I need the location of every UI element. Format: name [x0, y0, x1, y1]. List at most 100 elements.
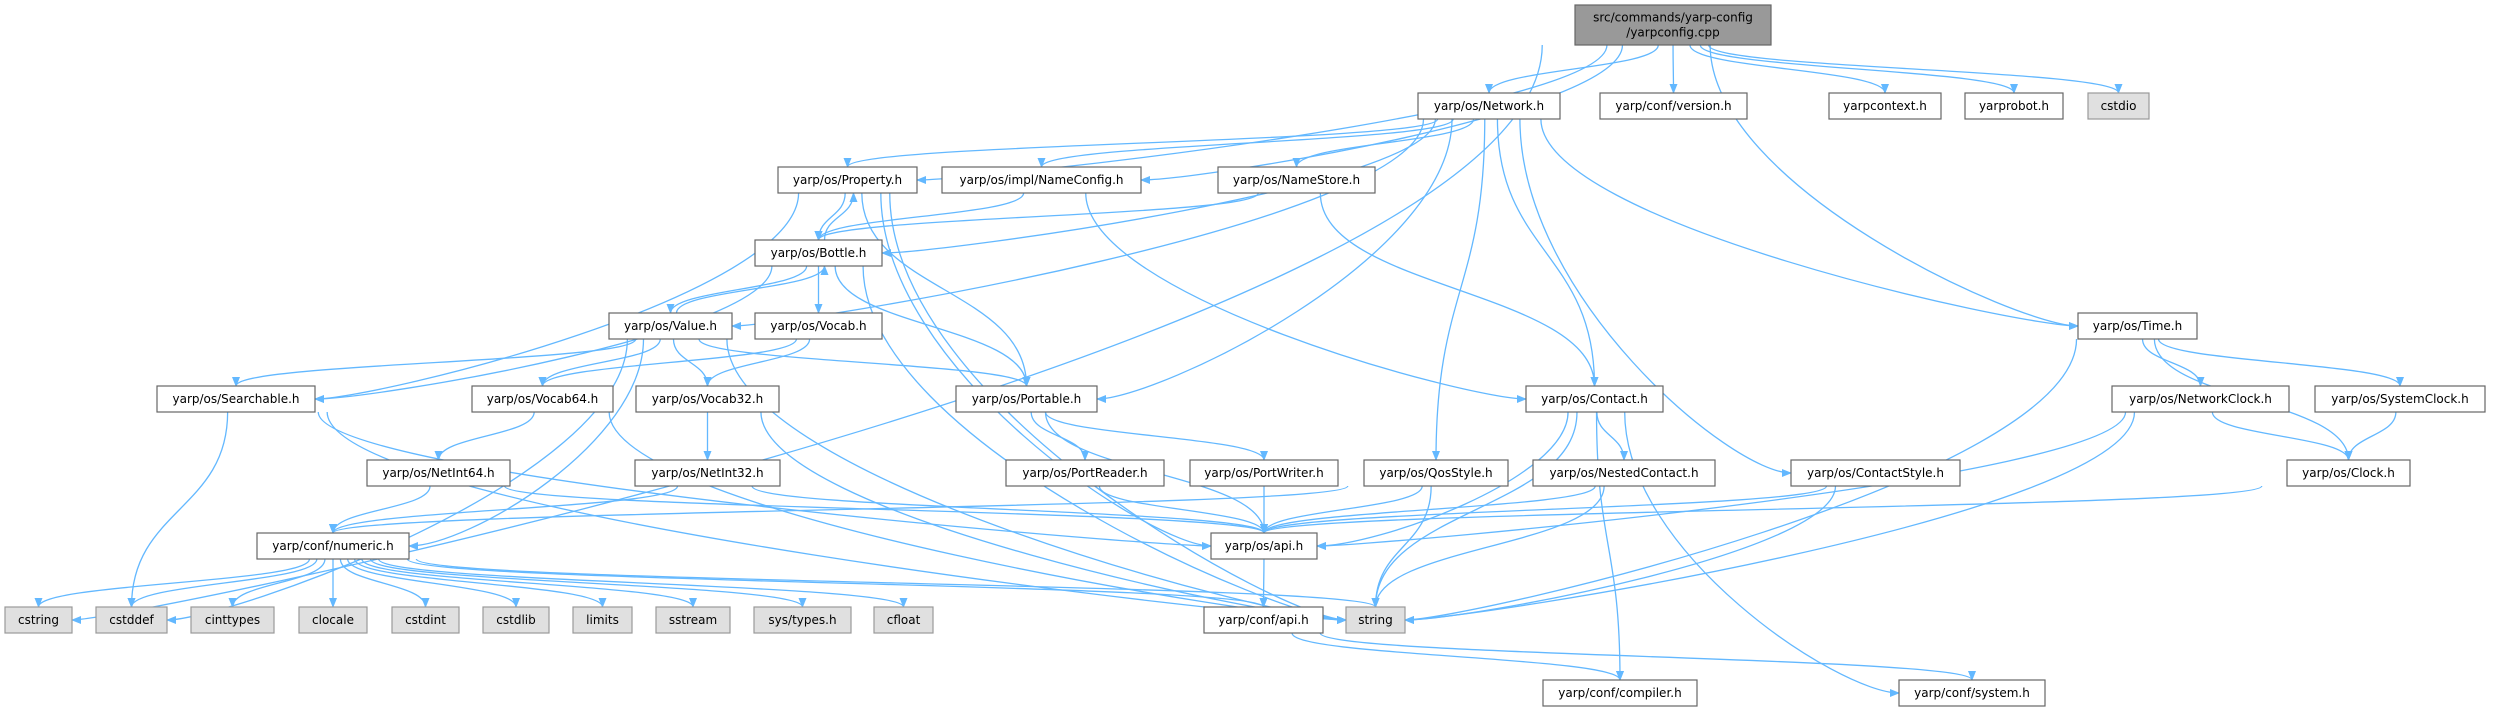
node-label: yarp/os/NetInt32.h — [651, 466, 763, 480]
node-label: yarp/os/NetInt64.h — [382, 466, 494, 480]
node-netint64[interactable]: yarp/os/NetInt64.h — [366, 459, 511, 487]
node-label: limits — [586, 613, 619, 627]
node-box — [1189, 459, 1339, 487]
edge-numeric-to-confapi — [406, 558, 1268, 608]
node-box — [95, 606, 168, 634]
node-label: cstdint — [405, 613, 446, 627]
node-contact[interactable]: yarp/os/Contact.h — [1525, 385, 1664, 413]
node-box — [1217, 166, 1376, 194]
node-qosstyle[interactable]: yarp/os/QosStyle.h — [1363, 459, 1509, 487]
edge-vocab64-to-string — [608, 411, 1347, 624]
edge-network-to-nameconfig — [1037, 118, 1454, 168]
node-label: yarp/os/Time.h — [2093, 319, 2182, 333]
node-label: yarp/conf/version.h — [1615, 99, 1731, 113]
node-label: yarprobot.h — [1979, 99, 2049, 113]
node-vocab32[interactable]: yarp/os/Vocab32.h — [635, 385, 780, 413]
node-label: yarp/conf/system.h — [1914, 686, 2030, 700]
node-namestore[interactable]: yarp/os/NameStore.h — [1217, 166, 1376, 194]
node-box — [156, 385, 316, 413]
node-box — [1574, 4, 1772, 46]
node-label: string — [1358, 613, 1392, 627]
edge-confapi-to-system — [1319, 632, 1976, 681]
node-searchable[interactable]: yarp/os/Searchable.h — [156, 385, 316, 413]
node-string: string — [1345, 606, 1406, 634]
node-box — [1005, 459, 1165, 487]
node-yarprobot[interactable]: yarprobot.h — [1964, 92, 2064, 120]
node-label: yarpcontext.h — [1843, 99, 1927, 113]
edge-network-to-namestore — [1292, 118, 1475, 168]
edge-main-to-yarpcontext — [1689, 44, 1889, 94]
node-portable[interactable]: yarp/os/Portable.h — [955, 385, 1098, 413]
node-nestedcontact[interactable]: yarp/os/NestedContact.h — [1532, 459, 1716, 487]
edge-netint64-to-numeric — [329, 485, 431, 534]
edge-property-to-osapi — [880, 192, 1212, 550]
edge-nestedcontact-to-osapi — [1260, 485, 1596, 534]
node-netint32[interactable]: yarp/os/NetInt32.h — [634, 459, 781, 487]
node-clock[interactable]: yarp/os/Clock.h — [2286, 459, 2411, 487]
node-label: yarp/os/SystemClock.h — [2331, 392, 2468, 406]
node-box — [1898, 679, 2046, 707]
node-label: cinttypes — [205, 613, 260, 627]
node-label: yarp/os/ContactStyle.h — [1807, 466, 1944, 480]
node-network[interactable]: yarp/os/Network.h — [1417, 92, 1561, 120]
edge-value-to-vocab64 — [538, 338, 661, 387]
node-systypes: sys/types.h — [753, 606, 852, 634]
node-portreader[interactable]: yarp/os/PortReader.h — [1005, 459, 1165, 487]
node-main[interactable]: src/commands/yarp-config/yarpconfig.cpp — [1574, 4, 1772, 46]
node-version[interactable]: yarp/conf/version.h — [1599, 92, 1748, 120]
node-property[interactable]: yarp/os/Property.h — [777, 166, 918, 194]
node-box — [1210, 532, 1318, 560]
node-label: yarp/conf/numeric.h — [272, 539, 393, 553]
node-system[interactable]: yarp/conf/system.h — [1898, 679, 2046, 707]
node-compiler[interactable]: yarp/conf/compiler.h — [1542, 679, 1698, 707]
node-confapi[interactable]: yarp/conf/api.h — [1203, 606, 1324, 634]
node-yarpcontext[interactable]: yarpcontext.h — [1828, 92, 1942, 120]
node-label: yarp/os/Bottle.h — [771, 246, 867, 260]
node-box — [1417, 92, 1561, 120]
edge-nameconfig-to-contact — [1085, 192, 1527, 403]
node-portwriter[interactable]: yarp/os/PortWriter.h — [1189, 459, 1339, 487]
edge-searchable-to-string — [326, 411, 1347, 624]
node-box — [635, 385, 780, 413]
edge-bottle-to-string — [862, 265, 1347, 624]
node-label: yarp/os/NetworkClock.h — [2129, 392, 2272, 406]
node-box — [1964, 92, 2064, 120]
node-nameconfig[interactable]: yarp/os/impl/NameConfig.h — [941, 166, 1142, 194]
edge-numeric-to-cfloat — [377, 558, 908, 608]
node-networkclock[interactable]: yarp/os/NetworkClock.h — [2111, 385, 2290, 413]
node-cstring: cstring — [4, 606, 73, 634]
node-vocab[interactable]: yarp/os/Vocab.h — [754, 312, 883, 340]
node-label: clocale — [312, 613, 354, 627]
edge-network-to-contactstyle — [1519, 118, 1792, 477]
edge-contact-to-string — [1371, 411, 1578, 608]
edge-value-to-portable — [698, 338, 1031, 387]
node-cfloat: cfloat — [873, 606, 934, 634]
node-numeric[interactable]: yarp/conf/numeric.h — [256, 532, 410, 560]
edge-numeric-to-cstdint — [339, 558, 430, 608]
node-label: cstring — [18, 613, 59, 627]
edge-main-to-network — [1485, 44, 1659, 94]
edge-bottle-to-portable — [834, 265, 1031, 387]
edge-portable-to-portwriter — [1044, 411, 1268, 461]
edge-network-to-qosstyle — [1432, 118, 1486, 461]
node-box — [256, 532, 410, 560]
node-contactstyle[interactable]: yarp/os/ContactStyle.h — [1790, 459, 1961, 487]
node-box — [777, 166, 918, 194]
edge-network-to-value — [731, 118, 1425, 330]
node-vocab64[interactable]: yarp/os/Vocab64.h — [471, 385, 614, 413]
edge-portable-to-portreader — [1030, 411, 1089, 461]
node-label: sys/types.h — [768, 613, 836, 627]
node-bottle[interactable]: yarp/os/Bottle.h — [754, 239, 883, 267]
node-cstdlib: cstdlib — [482, 606, 550, 634]
node-label: yarp/os/Searchable.h — [172, 392, 299, 406]
node-label: yarp/os/Portable.h — [972, 392, 1082, 406]
node-osapi[interactable]: yarp/os/api.h — [1210, 532, 1318, 560]
node-label: yarp/os/Clock.h — [2302, 466, 2395, 480]
edge-numeric-to-cinttypes — [228, 558, 326, 608]
node-time[interactable]: yarp/os/Time.h — [2077, 312, 2198, 340]
node-box — [2087, 92, 2150, 120]
node-value[interactable]: yarp/os/Value.h — [608, 312, 733, 340]
edge-numeric-to-cstring — [34, 558, 311, 608]
node-box — [1525, 385, 1664, 413]
node-systemclock[interactable]: yarp/os/SystemClock.h — [2314, 385, 2486, 413]
